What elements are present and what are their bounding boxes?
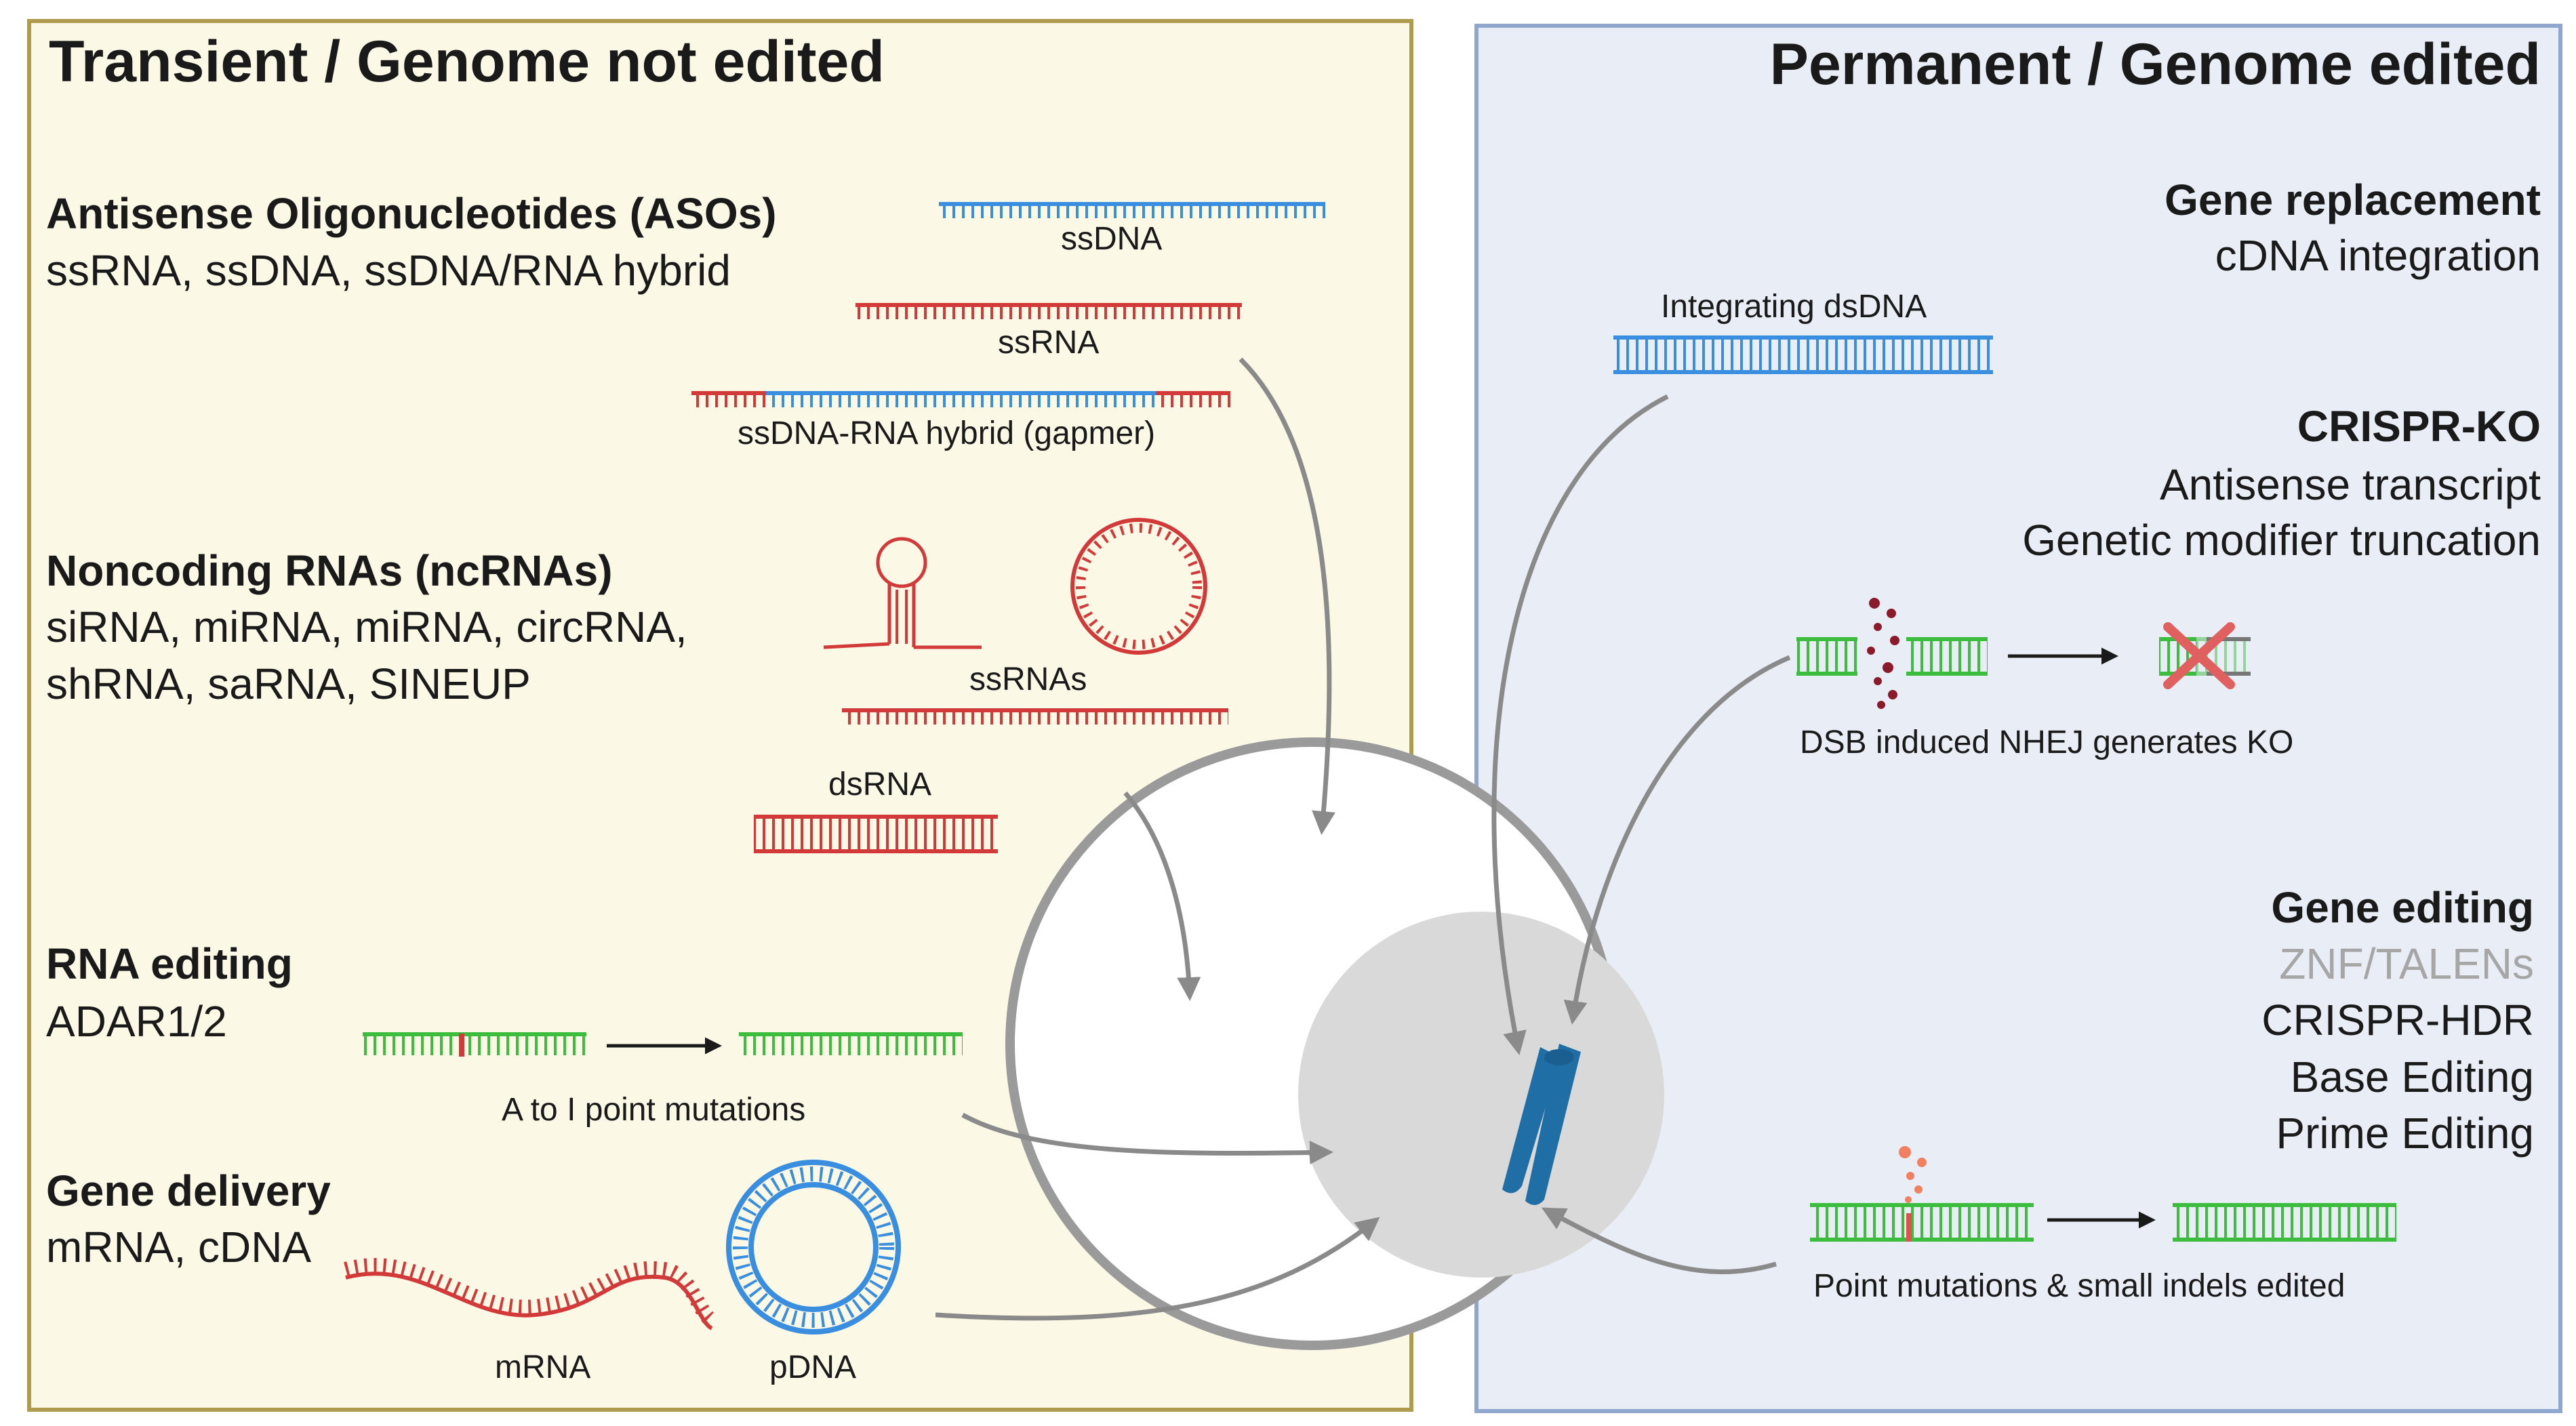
- gene-editing-heading: Gene editing: [2271, 883, 2534, 932]
- dsb-dna-before: [1796, 598, 1988, 709]
- rna-editing-subtitle: ADAR1/2: [46, 997, 227, 1046]
- crispr-ko-caption: DSB induced NHEJ generates KO: [1800, 725, 2294, 760]
- rna-edit-after: [739, 1032, 963, 1055]
- rna-editing-caption: A to I point mutations: [502, 1092, 806, 1128]
- integrating-dsdna-label: Integrating dsDNA: [1661, 289, 1927, 325]
- ncrna-line1: siRNA, miRNA, miRNA, circRNA,: [46, 603, 687, 651]
- left-panel-title: Transient / Genome not edited: [49, 29, 885, 94]
- gene-editing-caption: Point mutations & small indels edited: [1813, 1268, 2346, 1304]
- circrna-icon: [1070, 518, 1207, 655]
- mrna-label: mRNA: [495, 1349, 591, 1385]
- ko-dna-after: [2159, 622, 2251, 689]
- dsdna-arrow: [1491, 394, 1669, 1055]
- gene-editing-tool: ZNF/TALENs: [2279, 939, 2534, 988]
- gene-delivery-heading: Gene delivery: [46, 1166, 331, 1215]
- right-panel-title: Permanent / Genome edited: [1769, 32, 2541, 97]
- gapmer-label: ssDNA-RNA hybrid (gapmer): [738, 415, 1156, 451]
- edit-dna-before: [1810, 1146, 2034, 1242]
- pdna-label: pDNA: [769, 1349, 857, 1385]
- ncrna-line2: shRNA, saRNA, SINEUP: [46, 659, 531, 708]
- ssdna-strand: [939, 202, 1325, 218]
- ncrna-arrow: [1123, 791, 1201, 1001]
- ssrnas-strand: [842, 708, 1228, 725]
- gapmer-strand: [691, 391, 1230, 407]
- pdna-plasmid-icon: [726, 1160, 901, 1335]
- gene-editing-tool: Base Editing: [2290, 1053, 2534, 1101]
- ssrnas-label: ssRNAs: [969, 661, 1087, 697]
- ssrna-strand: [856, 303, 1242, 319]
- ko-to-chromosome-arrow: [1563, 655, 1791, 1025]
- rna-editing-heading: RNA editing: [46, 939, 293, 988]
- gene-editing-tool: CRISPR-HDR: [2261, 996, 2534, 1044]
- crispr-ko-line2: Genetic modifier truncation: [2022, 516, 2541, 565]
- permanent-panel: [1474, 24, 2562, 1413]
- ssdna-label: ssDNA: [1061, 221, 1163, 257]
- gene-editing-tool: Prime Editing: [2276, 1109, 2534, 1158]
- dsrna-strand: [754, 815, 998, 853]
- gene-replacement-subtitle: cDNA integration: [2215, 231, 2541, 280]
- aso-heading: Antisense Oligonucleotides (ASOs): [46, 189, 777, 238]
- rna-edit-to-nucleus-arrow: [961, 1112, 1333, 1165]
- aso-subtitle: ssRNA, ssDNA, ssDNA/RNA hybrid: [46, 246, 731, 295]
- nucleus: [1298, 912, 1664, 1278]
- gene-replacement-heading: Gene replacement: [2165, 176, 2541, 224]
- hairpin-rna-icon: [823, 537, 982, 649]
- gene-delivery-subtitle: mRNA, cDNA: [46, 1223, 312, 1271]
- gene-delivery-arrow: [935, 1217, 1380, 1321]
- crispr-ko-heading: CRISPR-KO: [2297, 402, 2541, 451]
- edit-to-chromosome-arrow: [1541, 1207, 1777, 1274]
- integrating-dsdna-strand: [1613, 335, 1993, 374]
- mrna-strand: [344, 1258, 717, 1330]
- rna-edit-before: [363, 1032, 586, 1057]
- chromosome-icon: [1502, 1044, 1581, 1206]
- dsrna-label: dsRNA: [828, 767, 932, 802]
- crispr-ko-line1: Antisense transcript: [2159, 460, 2541, 509]
- edit-dna-after: [2173, 1203, 2396, 1242]
- ssrna-label: ssRNA: [998, 325, 1100, 361]
- ncrna-heading: Noncoding RNAs (ncRNAs): [46, 546, 613, 595]
- aso-arrow: [1239, 357, 1335, 835]
